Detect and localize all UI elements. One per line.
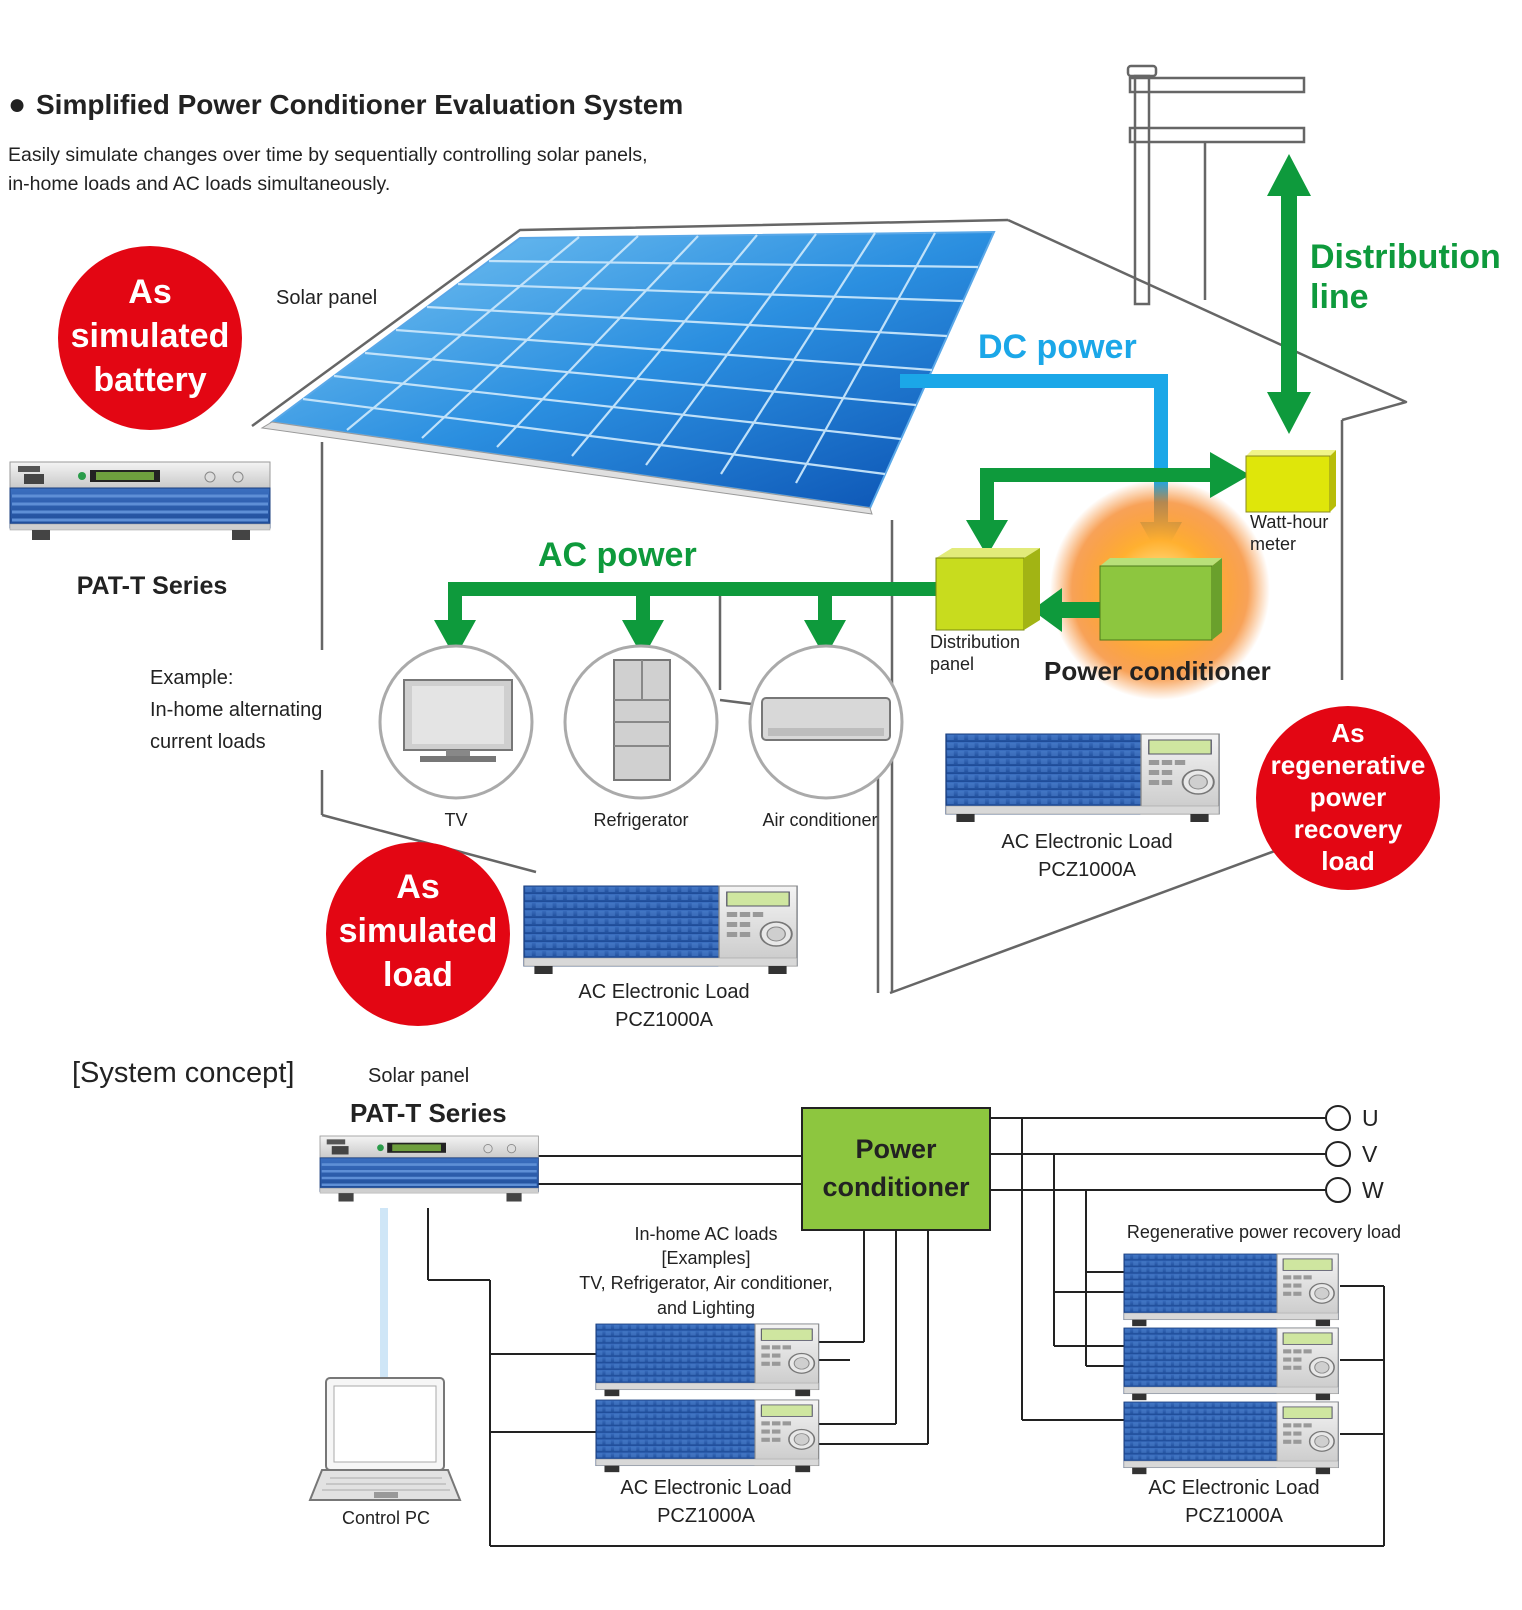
svg-text:simulated: simulated [339,912,498,950]
ac-load-right-label-1: AC Electronic Load [1001,831,1172,853]
badge-simulated-load: As simulated load [326,842,510,1026]
phase-terminals: U V W [1325,1105,1384,1203]
system-concept-title: [System concept] [72,1057,294,1089]
example-label-2: In-home alternating [150,699,322,721]
ac-load-right-label-2: PCZ1000A [1038,859,1136,881]
concept-ac-load-right-2 [1123,1327,1339,1401]
power-conditioner-label: Power conditioner [1044,656,1271,686]
ac-load-bottom-label-2: PCZ1000A [615,1009,713,1031]
svg-text:battery: battery [93,361,206,399]
appliance-air-conditioner [748,644,904,800]
badge-regenerative-load: As regenerative power recovery load [1256,706,1440,890]
concept-ac-load-right-3 [1123,1401,1339,1475]
example-label-3: current loads [150,731,266,753]
inhome-loads-label-3: TV, Refrigerator, Air conditioner, [579,1273,832,1293]
tv-label: TV [444,810,467,830]
phase-v-label: V [1362,1141,1378,1167]
watt-hour-meter [1245,450,1336,513]
solar-panel [260,230,996,515]
distribution-line-arrow [1267,154,1311,434]
distribution-panel-label-2: panel [930,654,974,674]
distribution-line-label-2: line [1310,278,1369,316]
ac-power-arrows [434,452,1250,658]
ac-electronic-load-right [945,733,1220,823]
distribution-panel-label-1: Distribution [930,632,1020,652]
concept-pat-t-instrument [318,1134,540,1203]
subtitle-line-1: Easily simulate changes over time by seq… [8,144,648,166]
inhome-loads-label-1: In-home AC loads [634,1224,777,1244]
svg-text:Power: Power [855,1134,937,1164]
concept-ac-load-right-label-2: PCZ1000A [1185,1505,1283,1527]
utility-pole-icon [1126,64,1306,306]
concept-ac-load-left-label-1: AC Electronic Load [620,1477,791,1499]
svg-text:regenerative: regenerative [1271,750,1426,780]
subtitle-line-2: in-home loads and AC loads simultaneousl… [8,173,390,195]
phase-u-label: U [1362,1105,1379,1131]
badge-simulated-battery: As simulated battery [58,246,242,430]
air-conditioner-icon [761,697,891,741]
watt-hour-meter-label-1: Watt-hour [1250,512,1328,532]
svg-text:recovery: recovery [1294,814,1403,844]
inhome-loads-label-2: [Examples] [661,1248,750,1268]
example-label-1: Example: [150,667,233,689]
svg-text:simulated: simulated [71,317,230,355]
svg-text:load: load [383,956,453,994]
bullet-icon: ● [8,88,26,121]
concept-ac-load-left-label-2: PCZ1000A [657,1505,755,1527]
concept-ac-load-left-1 [595,1323,820,1397]
control-pc-laptop-icon [308,1377,462,1501]
distribution-panel [935,548,1040,631]
ac-power-label: AC power [538,536,697,574]
regen-load-label: Regenerative power recovery load [1127,1222,1401,1242]
appliance-refrigerator [563,644,719,800]
ac-electronic-load-bottom [523,885,798,975]
svg-text:As: As [128,273,171,311]
control-pc-label: Control PC [342,1508,430,1528]
tv-icon [403,679,513,762]
svg-text:load: load [1321,846,1374,876]
watt-hour-meter-label-2: meter [1250,534,1296,554]
concept-ac-load-right-1 [1123,1253,1339,1327]
page-title: Simplified Power Conditioner Evaluation … [36,89,683,120]
ac-load-bottom-label-1: AC Electronic Load [578,981,749,1003]
appliance-tv [378,644,534,800]
concept-pat-t-label: PAT-T Series [350,1098,507,1128]
concept-ac-load-right-label-1: AC Electronic Load [1148,1477,1319,1499]
header: ● Simplified Power Conditioner Evaluatio… [8,88,683,195]
concept-wiring [427,1117,1385,1547]
svg-text:As: As [1331,718,1364,748]
svg-text:conditioner: conditioner [823,1172,970,1202]
dc-power-label: DC power [978,328,1137,366]
refrigerator-icon [613,659,671,781]
svg-text:power: power [1310,782,1387,812]
pat-t-series-instrument [8,460,272,542]
air-conditioner-label: Air conditioner [762,810,877,830]
power-conditioner-box [1099,558,1222,641]
refrigerator-label: Refrigerator [593,810,688,830]
distribution-line-label-1: Distribution [1310,238,1501,276]
concept-power-conditioner: Power conditioner [801,1107,991,1231]
inhome-loads-label-4: and Lighting [657,1298,755,1318]
solar-panel-label: Solar panel [276,287,377,309]
concept-ac-load-left-2 [595,1399,820,1473]
pc-link-cable [380,1208,388,1378]
phase-w-label: W [1362,1177,1384,1203]
concept-solar-panel-label: Solar panel [368,1065,469,1087]
svg-text:As: As [396,868,439,906]
pat-t-series-label: PAT-T Series [77,572,228,600]
